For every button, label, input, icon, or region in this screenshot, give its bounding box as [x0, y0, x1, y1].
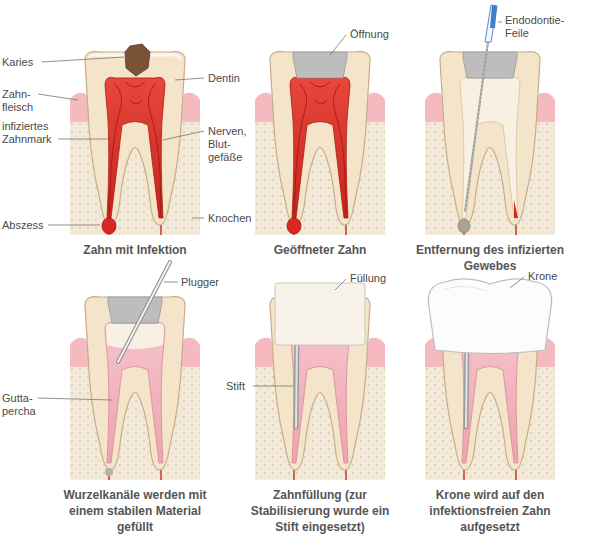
tooth-opened [255, 52, 385, 235]
part-label: infiziertes Zahnmark [2, 120, 64, 146]
step-caption: Zahnfüllung (zur Stabilisierung wurde ei… [238, 487, 403, 535]
tooth-filled-post [255, 283, 385, 480]
step-caption: Krone wird auf den infektionsfreien Zahn… [408, 487, 573, 535]
endodontic-file [465, 5, 497, 212]
tooth-infected [70, 44, 200, 235]
step-caption: Zahn mit Infektion [48, 242, 223, 258]
part-label: Dentin [208, 72, 258, 85]
tooth-crowned [425, 279, 555, 480]
part-label: Karies [2, 56, 62, 69]
step-caption: Wurzelkanäle werden mit einem stabilen M… [53, 487, 218, 535]
part-label: Füllung [350, 272, 410, 285]
part-label: Nerven, Blut- gefäße [208, 125, 256, 164]
part-label: Stift [226, 380, 256, 393]
step-caption: Entfernung des infizierten Gewebes [415, 242, 565, 274]
plugger-instrument [118, 262, 170, 362]
tooth-cleaned [425, 52, 555, 235]
part-label: Knochen [208, 212, 258, 225]
part-label: Plugger [181, 276, 241, 289]
part-label: Zahn- fleisch [2, 88, 36, 114]
part-label: Endodontie- Feile [505, 14, 585, 40]
tooth-canals-filled [70, 297, 200, 480]
part-label: Öffnung [350, 28, 410, 41]
part-label: Gutta- percha [2, 392, 36, 418]
part-label: Abszess [2, 219, 52, 232]
leader-lines [38, 22, 524, 400]
step-caption: Geöffneter Zahn [235, 242, 405, 258]
part-label: Krone [528, 270, 578, 283]
